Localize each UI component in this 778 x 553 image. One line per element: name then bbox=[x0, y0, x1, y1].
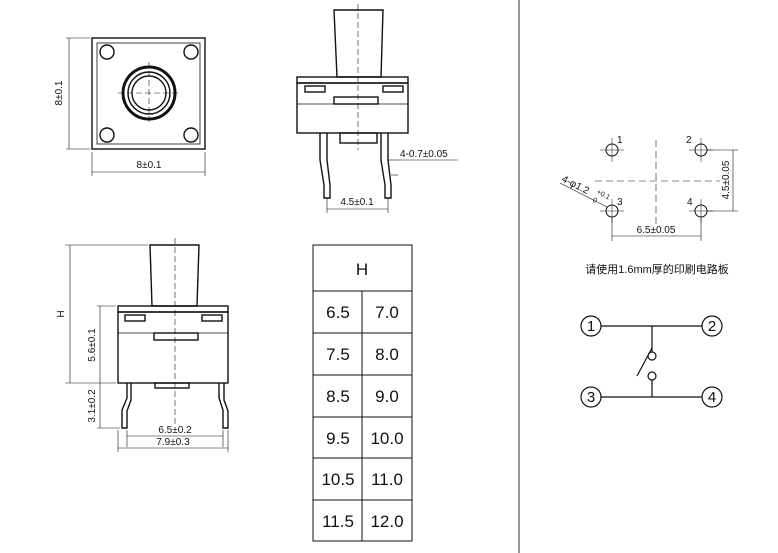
table-cell: 9.5 bbox=[326, 429, 350, 448]
table-cell: 11.0 bbox=[371, 470, 403, 489]
pcb-pin-label: 3 bbox=[617, 197, 623, 208]
top-view bbox=[66, 37, 206, 176]
lead-spacing-dim: 6.5±0.2 bbox=[158, 425, 192, 436]
table-cell: 10.5 bbox=[321, 470, 354, 489]
pcb-pin-label: 2 bbox=[686, 135, 692, 146]
front-view bbox=[65, 238, 229, 452]
pcb-hole-spec: 4-φ1.2 bbox=[560, 174, 591, 197]
top-view-width-dim: 8±0.1 bbox=[137, 160, 162, 171]
table-cell: 7.0 bbox=[375, 303, 399, 322]
pcb-pin-label: 1 bbox=[617, 135, 623, 146]
pcb-vertical-pitch: 4.5±0.05 bbox=[721, 160, 732, 199]
schematic-labels: 1 2 3 4 bbox=[587, 318, 716, 406]
schematic-pin-label: 2 bbox=[708, 318, 716, 335]
schematic-pin-label: 1 bbox=[587, 318, 595, 335]
side-view-upper bbox=[296, 4, 458, 213]
schematic-pin-label: 4 bbox=[708, 389, 716, 406]
pcb-hole-tol-minus: 0 bbox=[591, 197, 598, 205]
table-cell: 6.5 bbox=[326, 303, 350, 322]
pcb-layout bbox=[559, 138, 738, 241]
height-table-text: H 6.5 7.0 7.5 8.0 8.5 9.0 9.5 10.0 10.5 … bbox=[321, 260, 403, 531]
overall-width-dim: 7.9±0.3 bbox=[156, 437, 190, 448]
height-table bbox=[312, 244, 413, 542]
height-h-dim: H bbox=[56, 310, 67, 317]
table-cell: 7.5 bbox=[326, 345, 350, 364]
lead-width-dim: 4-0.7±0.05 bbox=[400, 149, 448, 160]
pcb-horizontal-pitch: 6.5±0.05 bbox=[637, 225, 676, 236]
pcb-pin-label: 4 bbox=[687, 197, 693, 208]
switch-schematic bbox=[580, 315, 723, 408]
table-cell: 11.5 bbox=[322, 512, 354, 531]
lead-length-dim: 3.1±0.2 bbox=[87, 389, 98, 423]
body-height-dim: 5.6±0.1 bbox=[87, 328, 98, 362]
table-cell: 10.0 bbox=[370, 429, 403, 448]
table-cell: 9.0 bbox=[375, 387, 399, 406]
table-cell: 8.5 bbox=[326, 387, 350, 406]
lead-pitch-dim: 4.5±0.1 bbox=[340, 197, 374, 208]
pcb-hole-tol-plus: +0.1 bbox=[595, 189, 611, 202]
pcb-caption: 请使用1.6mm厚的印刷电路板 bbox=[585, 262, 729, 276]
schematic-pin-label: 3 bbox=[587, 389, 595, 406]
table-header: H bbox=[356, 260, 368, 279]
top-view-height-dim: 8±0.1 bbox=[54, 80, 65, 105]
table-cell: 8.0 bbox=[375, 345, 399, 364]
table-cell: 12.0 bbox=[370, 512, 403, 531]
